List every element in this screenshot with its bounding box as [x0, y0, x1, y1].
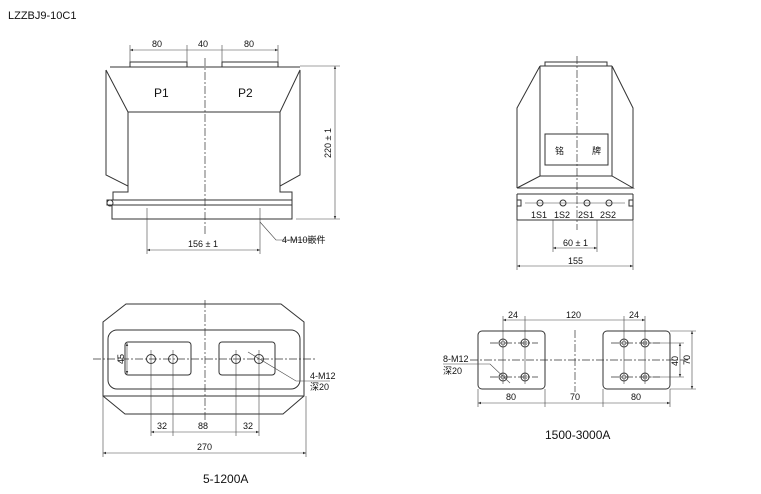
side-view: 铭 牌 1S1 1S2 2S1 2S2 60 ± 1 155: [516, 56, 635, 270]
terminal-pad-p2: [221, 61, 279, 68]
terminal-1s2: 1S2: [554, 210, 570, 220]
insert-note: 4-M10嵌件: [282, 234, 326, 245]
drawing-title: LZZBJ9-10C1: [8, 10, 76, 22]
dim-left: 32: [157, 421, 167, 431]
dim-total: 270: [197, 442, 212, 452]
terminal-label-p1: P1: [154, 86, 169, 100]
terminal-2s1: 2S1: [578, 210, 594, 220]
dim-gap: 70: [570, 392, 580, 402]
dim-base: 156 ± 1: [188, 239, 218, 249]
secondary-terminals: [536, 199, 613, 207]
dim-right-holes: 24: [629, 310, 639, 320]
primary-pad-right: [218, 341, 276, 376]
terminal-2s2: 2S2: [600, 210, 616, 220]
dim-block-height: 70: [682, 355, 692, 365]
dim-left-holes: 24: [508, 310, 518, 320]
dim-top-mid: 40: [198, 39, 208, 49]
hole-note-1: 4-M12: [310, 371, 336, 381]
front-view: 80 40 80 P1 P2 220 ± 1 156 ± 1 4-M10嵌件: [105, 39, 340, 254]
nameplate: [544, 133, 609, 166]
dim-width: 155: [568, 256, 583, 266]
hole-note-2: 深20: [443, 366, 462, 376]
dim-mid: 88: [198, 421, 208, 431]
dim-right: 32: [243, 421, 253, 431]
caption-1500-3000a: 1500-3000A: [545, 428, 610, 442]
dim-height: 220 ± 1: [323, 128, 333, 158]
plan-view-1500-3000a: 24 120 24 80 70 80 40 70 8-M12 深20 1500-…: [443, 310, 696, 442]
dim-hole-vert: 40: [670, 356, 680, 366]
dim-terminal-span: 60 ± 1: [563, 238, 588, 248]
dim-pad: 45: [116, 354, 126, 364]
dim-top-left: 80: [152, 39, 162, 49]
plan-view-5-1200a: 45 32 88 32 270 4-M12 深20 5-1200A: [93, 300, 336, 486]
caption-5-1200a: 5-1200A: [203, 472, 248, 486]
nameplate-right: 牌: [592, 145, 601, 156]
terminal-pad-p1: [129, 61, 188, 68]
dim-top-right: 80: [244, 39, 254, 49]
ground-bolt-icon: [106, 199, 114, 207]
terminal-label-p2: P2: [238, 86, 253, 100]
dim-block-left: 80: [506, 392, 516, 402]
nameplate-left: 铭: [555, 145, 564, 156]
primary-pad-left: [124, 341, 192, 376]
dim-block-right: 80: [631, 392, 641, 402]
terminal-1s1: 1S1: [531, 210, 547, 220]
hole-note-1: 8-M12: [443, 354, 469, 364]
hole-note-2: 深20: [310, 382, 329, 392]
dim-between: 120: [566, 310, 581, 320]
